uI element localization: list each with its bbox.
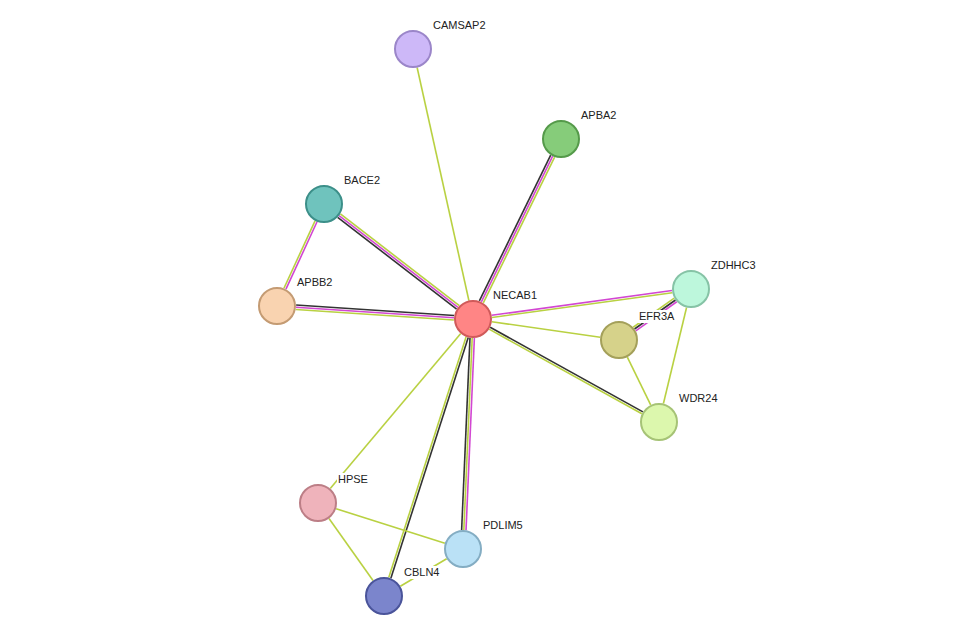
protein-node: PDLIM5 — [444, 530, 482, 568]
interaction-edge — [479, 155, 554, 303]
protein-node: APBA2 — [542, 120, 580, 158]
interaction-edge — [627, 357, 650, 405]
evidence-strand — [635, 300, 676, 329]
evidence-strand — [340, 214, 459, 306]
node-label: BACE2 — [343, 174, 381, 187]
protein-node: CAMSAP2 — [394, 30, 432, 68]
evidence-strand — [330, 334, 461, 489]
interaction-edge — [329, 518, 373, 580]
interaction-edge — [338, 214, 460, 309]
protein-node: WDR24 — [640, 403, 678, 441]
evidence-strand — [296, 307, 454, 317]
node-label: EFR3A — [638, 310, 675, 323]
node-label: CAMSAP2 — [432, 19, 487, 32]
node-label: ZDHHC3 — [710, 259, 757, 272]
interaction-edge — [633, 298, 677, 331]
evidence-strand — [417, 68, 469, 301]
interaction-edge — [330, 334, 461, 489]
node-label: APBA2 — [580, 109, 617, 122]
protein-node: HPSE — [299, 484, 337, 522]
protein-node: EFR3A — [600, 321, 638, 359]
interaction-edge — [336, 509, 445, 544]
node-label: PDLIM5 — [482, 519, 524, 532]
evidence-strand — [627, 357, 650, 405]
node-label: HPSE — [337, 473, 369, 486]
interaction-edge — [400, 559, 446, 587]
node-label: CBLN4 — [403, 566, 440, 579]
evidence-strand — [329, 518, 373, 580]
evidence-strand — [338, 217, 457, 309]
evidence-strand — [462, 338, 470, 530]
protein-node: ZDHHC3 — [672, 270, 710, 308]
protein-node: CBLN4 — [365, 577, 403, 615]
protein-node: BACE2 — [305, 185, 343, 223]
node-label: APBB2 — [296, 276, 333, 289]
evidence-strand — [296, 305, 454, 315]
protein-node: NECAB1 — [454, 300, 492, 338]
interaction-edge — [417, 68, 469, 301]
evidence-strand — [492, 322, 600, 338]
evidence-strand — [479, 155, 550, 301]
node-label: NECAB1 — [492, 289, 538, 302]
interaction-edge — [492, 322, 600, 338]
evidence-strand — [336, 509, 445, 544]
evidence-strand — [339, 216, 458, 308]
evidence-strand — [400, 559, 446, 587]
evidence-strand — [483, 157, 554, 303]
protein-node: APBB2 — [258, 287, 296, 325]
node-label: WDR24 — [678, 392, 719, 405]
evidence-strand — [481, 156, 552, 302]
interaction-edge — [462, 338, 475, 530]
evidence-strand — [636, 302, 677, 331]
interaction-edge — [296, 305, 454, 320]
